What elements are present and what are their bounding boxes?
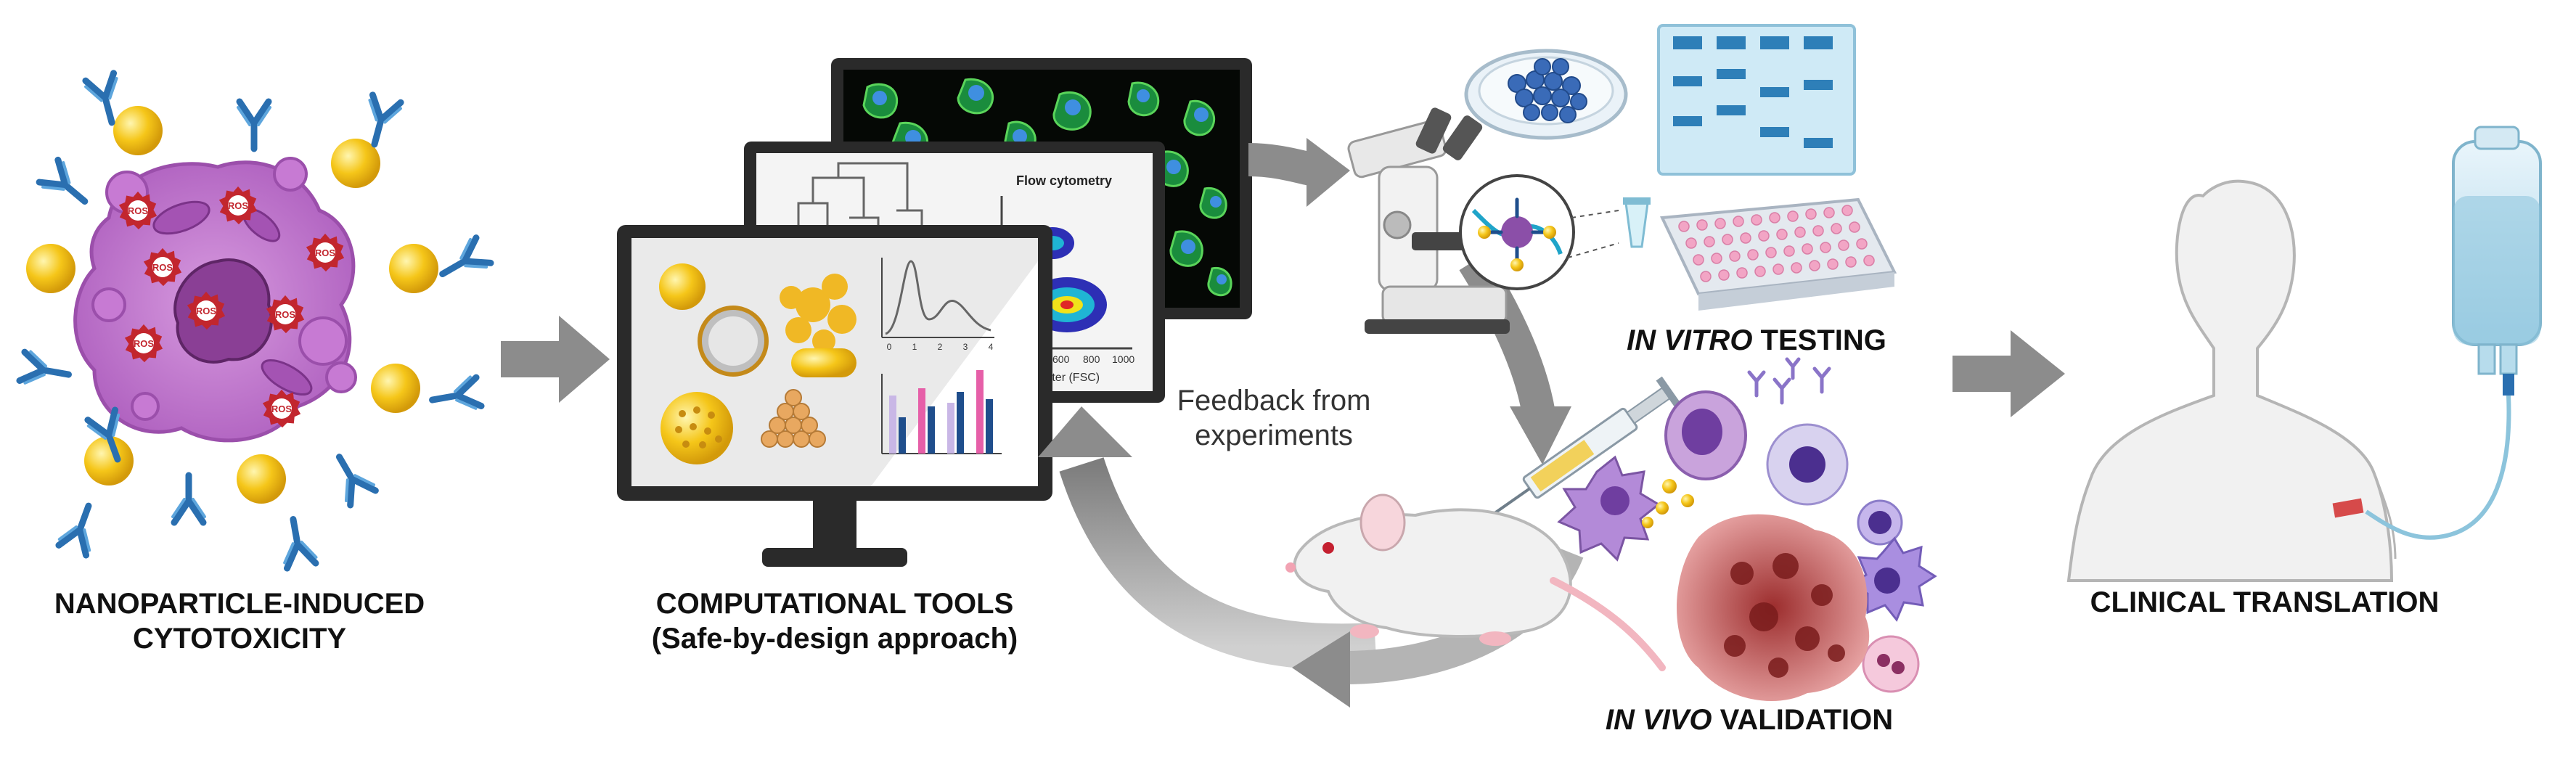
label-computational: COMPUTATIONAL TOOLS (Safe-by-design appr… <box>602 586 1067 656</box>
label-in-vivo-italic: IN VIVO <box>1605 704 1712 736</box>
arrow-right-1 <box>501 316 610 403</box>
petri-dish <box>1464 49 1628 140</box>
syringe <box>1493 376 1681 515</box>
svg-text:ROS: ROS <box>228 200 249 211</box>
label-cytotoxicity-line1: NANOPARTICLE-INDUCED <box>54 588 425 620</box>
nanoparticle-shapes <box>659 263 856 464</box>
svg-text:ROS: ROS <box>196 306 217 316</box>
label-in-vitro-rest: TESTING <box>1752 324 1886 356</box>
label-clinical: CLINICAL TRANSLATION <box>2076 585 2453 620</box>
svg-text:ROS: ROS <box>315 247 336 258</box>
tick-600: 600 <box>1052 353 1070 365</box>
label-feedback-line2: experiments <box>1195 419 1353 451</box>
mouse <box>1285 493 1666 671</box>
patient <box>2066 179 2397 582</box>
arrow-right-2 <box>1953 330 2065 417</box>
svg-text:ROS: ROS <box>271 403 293 414</box>
magnified-interaction <box>1459 174 1651 290</box>
svg-text:ROS: ROS <box>275 309 296 320</box>
label-in-vitro: IN VITRO TESTING <box>1590 323 1923 358</box>
iv-bag <box>2365 126 2542 540</box>
svg-text:3: 3 <box>963 342 968 352</box>
svg-text:ROS: ROS <box>152 262 173 273</box>
immune-cells <box>1557 357 1937 693</box>
svg-text:0: 0 <box>887 342 892 352</box>
tick-800: 800 <box>1083 353 1100 365</box>
label-cytotoxicity-line2: CYTOTOXICITY <box>132 623 347 655</box>
label-feedback: Feedback from experiments <box>1143 383 1404 453</box>
well-plate <box>1659 197 1897 311</box>
label-cytotoxicity: NANOPARTICLE-INDUCED CYTOTOXICITY <box>15 586 465 656</box>
label-clinical-text: CLINICAL TRANSLATION <box>2090 586 2440 618</box>
svg-text:2: 2 <box>938 342 943 352</box>
bar-chart <box>881 370 1002 454</box>
label-in-vitro-italic: IN VITRO <box>1627 324 1753 356</box>
svg-text:ROS: ROS <box>134 338 155 349</box>
computational-monitors: Flow cytometry 600 800 1000 scatter (FSC… <box>617 58 1252 567</box>
label-feedback-line1: Feedback from <box>1177 385 1371 417</box>
gel-electrophoresis <box>1657 24 1856 176</box>
svg-text:ROS: ROS <box>128 205 149 216</box>
label-in-vivo: IN VIVO VALIDATION <box>1553 702 1945 737</box>
tumor-tissue <box>1677 514 1870 702</box>
svg-text:4: 4 <box>989 342 994 352</box>
flow-title: Flow cytometry <box>1016 173 1112 188</box>
label-computational-line1: COMPUTATIONAL TOOLS <box>655 588 1014 620</box>
gold-nanoparticles <box>26 106 438 504</box>
cytotoxicity-illustration: ROS ROS ROS ROS ROS ROS ROS ROS <box>20 73 491 568</box>
svg-text:1: 1 <box>912 342 917 352</box>
spectrum-plot: 0 1 2 3 4 <box>881 258 994 352</box>
label-in-vivo-rest: VALIDATION <box>1712 704 1894 736</box>
feedback-cycle-arrows <box>1038 138 1584 708</box>
ros-labels: ROS ROS ROS ROS ROS ROS ROS ROS <box>128 200 336 414</box>
tick-1000: 1000 <box>1112 353 1134 365</box>
nucleus <box>173 258 273 364</box>
microscope <box>1347 107 1510 334</box>
label-computational-line2: (Safe-by-design approach) <box>651 623 1018 655</box>
